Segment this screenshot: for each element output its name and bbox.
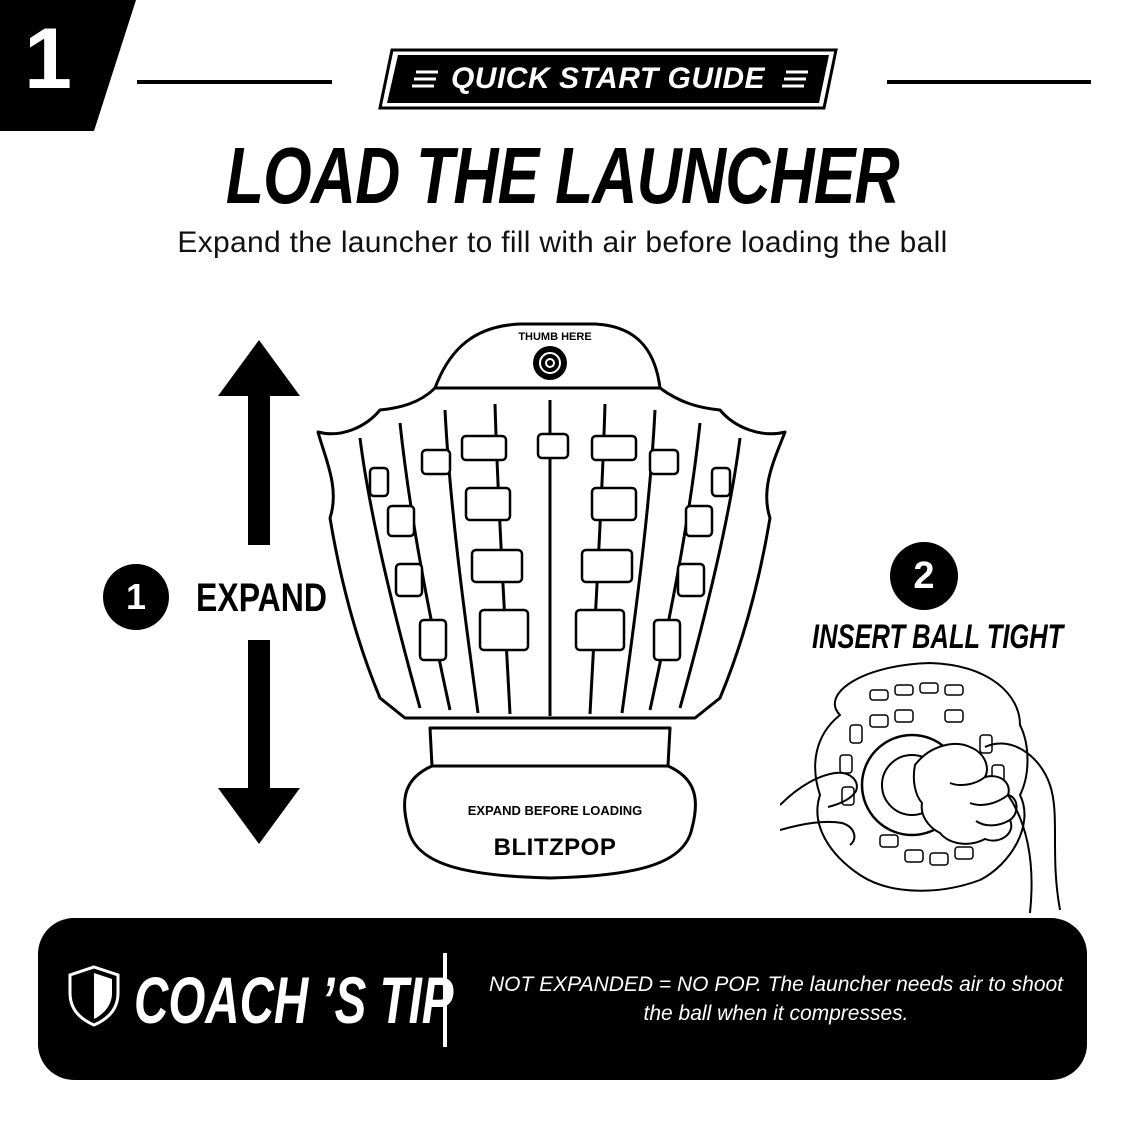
coach-tip-panel bbox=[38, 918, 1087, 1080]
expand-label: EXPAND bbox=[196, 576, 327, 620]
header-rule-right bbox=[887, 80, 1091, 84]
step-number: 1 bbox=[24, 11, 72, 107]
thumb-here-label: THUMB HERE bbox=[518, 331, 592, 343]
step-badge bbox=[0, 0, 136, 131]
header-rule-left bbox=[137, 80, 332, 84]
expand-before-loading-label: EXPAND BEFORE LOADING bbox=[467, 803, 643, 818]
coach-tip-title: COACH ’S TIP bbox=[134, 963, 454, 1037]
step-two-number: 2 bbox=[890, 542, 958, 610]
arrow-down-icon bbox=[218, 640, 300, 844]
launcher-illustration bbox=[316, 322, 787, 880]
guide-label: QUICK START GUIDE bbox=[450, 62, 766, 95]
guide-badge bbox=[378, 48, 838, 110]
thumb-target-icon bbox=[533, 346, 567, 380]
coach-tip-divider bbox=[443, 953, 447, 1047]
shield-icon bbox=[68, 965, 120, 1027]
coach-tip-text: NOT EXPANDED = NO POP. The launcher need… bbox=[488, 973, 1064, 1025]
insert-ball-label: INSERT BALL TIGHT bbox=[812, 618, 1064, 656]
page-subtitle: Expand the launcher to fill with air bef… bbox=[177, 226, 948, 259]
brand-logo-text: BLITZPOP bbox=[493, 834, 617, 861]
hand-insert-ball-illustration bbox=[780, 662, 1061, 914]
arrow-up-icon bbox=[218, 340, 300, 545]
step-one-number: 1 bbox=[103, 564, 169, 630]
page-title: LOAD THE LAUNCHER bbox=[225, 131, 900, 220]
